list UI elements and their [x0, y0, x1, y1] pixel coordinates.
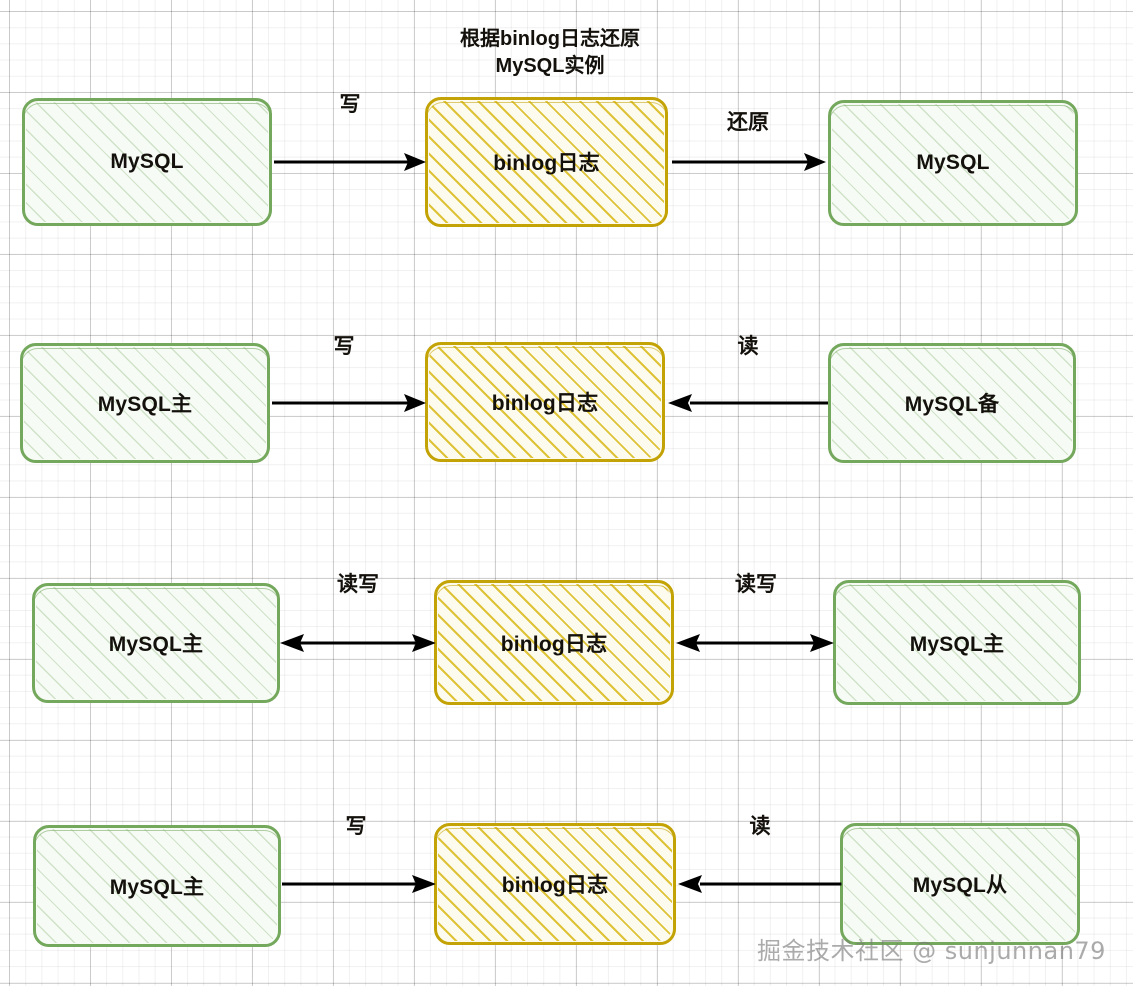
- node-row3-right[interactable]: MySQL主: [833, 580, 1081, 705]
- arrow-row1-right: [672, 150, 826, 174]
- node-label: MySQL主: [108, 633, 204, 656]
- node-row4-left[interactable]: MySQL主: [33, 825, 281, 947]
- arrow-row1-left: [274, 150, 426, 174]
- node-row1-center[interactable]: binlog日志: [425, 97, 668, 227]
- node-row2-right[interactable]: MySQL备: [828, 343, 1076, 463]
- edge-label-row4-left: 写: [345, 815, 367, 838]
- node-row3-left[interactable]: MySQL主: [32, 583, 280, 703]
- diagram-title: 根据binlog日志还原 MySQL实例: [460, 28, 640, 77]
- edge-label-row3-right: 读写: [735, 573, 777, 596]
- edge-label-row4-right: 读: [749, 815, 771, 838]
- node-row3-center[interactable]: binlog日志: [434, 580, 674, 705]
- arrow-row3-right: [676, 631, 834, 655]
- node-label: binlog日志: [501, 874, 609, 897]
- edge-label-row3-left: 读写: [337, 573, 379, 596]
- node-label: binlog日志: [493, 152, 600, 175]
- node-row1-right[interactable]: MySQL: [828, 100, 1078, 226]
- arrow-row4-right: [678, 872, 842, 896]
- edge-label-row2-right: 读: [737, 335, 759, 358]
- edge-label-row1-right: 还原: [727, 111, 769, 134]
- node-label: MySQL主: [109, 876, 205, 899]
- node-label: binlog日志: [500, 632, 608, 656]
- node-label: MySQL: [916, 151, 990, 174]
- node-row1-left[interactable]: MySQL: [22, 98, 272, 226]
- arrow-row3-left: [280, 631, 436, 655]
- node-label: binlog日志: [491, 392, 599, 415]
- node-row2-center[interactable]: binlog日志: [425, 342, 665, 462]
- watermark: 掘金技术社区 @ sunjunnan79: [757, 937, 1106, 965]
- arrow-row2-right: [668, 391, 828, 415]
- edge-label-row2-left: 写: [333, 335, 355, 358]
- arrow-row2-left: [272, 391, 426, 415]
- node-row4-center[interactable]: binlog日志: [434, 823, 676, 945]
- edge-label-row1-left: 写: [339, 93, 361, 116]
- node-label: MySQL备: [904, 393, 1000, 416]
- node-row4-right[interactable]: MySQL从: [840, 823, 1080, 945]
- node-label: MySQL主: [909, 632, 1005, 656]
- node-label: MySQL主: [97, 393, 193, 416]
- arrow-row4-left: [282, 872, 436, 896]
- node-label: MySQL: [110, 150, 184, 173]
- node-row2-left[interactable]: MySQL主: [20, 343, 270, 463]
- node-label: MySQL从: [912, 874, 1008, 897]
